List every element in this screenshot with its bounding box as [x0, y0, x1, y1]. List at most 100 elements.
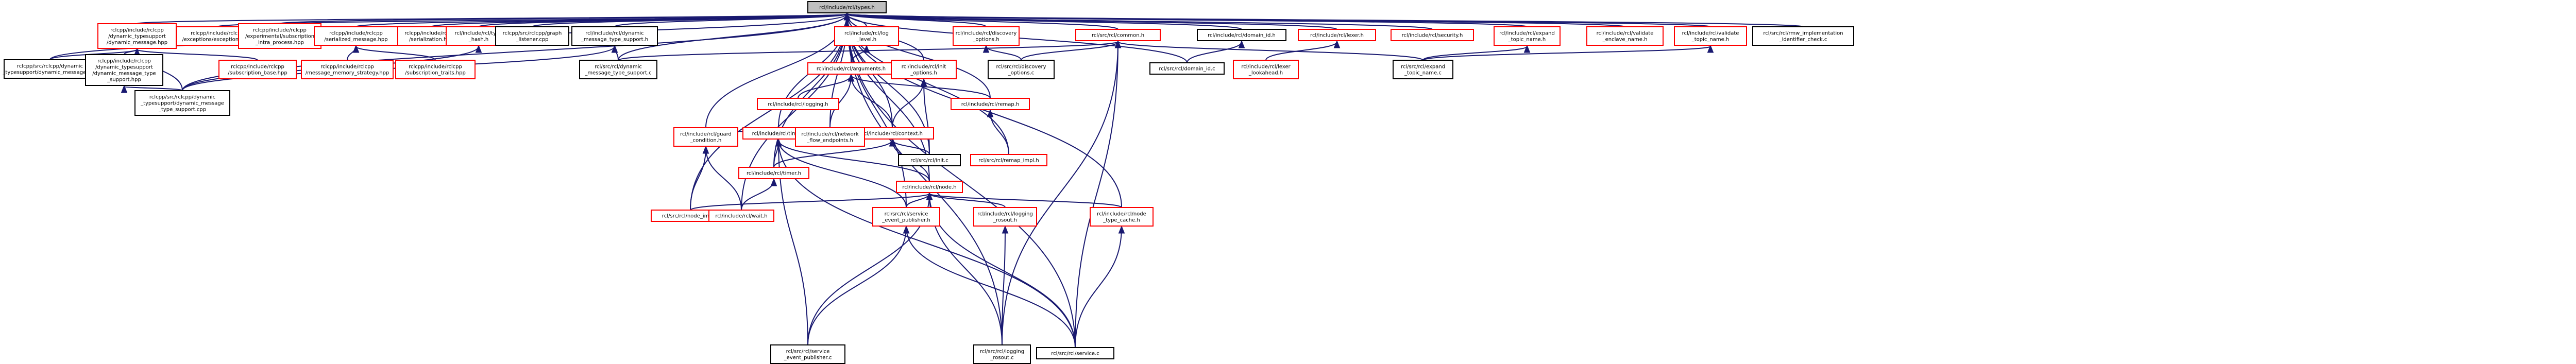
dependency-edge: [1002, 42, 1118, 345]
graph-node-subscription-base-hpp[interactable]: rclcpp/include/rclcpp/subscription_base.…: [218, 60, 297, 79]
graph-node-remap-impl-h[interactable]: rcl/src/rcl/remap_impl.h: [970, 154, 1047, 166]
node-box: [134, 90, 230, 116]
dependency-edge: [1422, 46, 1527, 61]
dependency-edge: [706, 147, 742, 211]
graph-node-node-graph-listener-cpp[interactable]: rclcpp/src/rclcpp/graph_listener.cpp: [495, 26, 569, 46]
node-label: rcl/include/rcl/init: [902, 64, 946, 70]
dependency-edge: [851, 75, 991, 99]
graph-node-discovery-options-c[interactable]: rcl/src/rcl/discovery_options.c: [988, 60, 1055, 79]
node-box: [314, 26, 398, 46]
graph-node-network-flow-endpoints-h[interactable]: rcl/include/rcl/network_flow_endpoints.h: [795, 127, 865, 147]
dependency-edge: [906, 227, 1076, 348]
node-box: [395, 60, 476, 79]
graph-node-expand-topic-name-h[interactable]: rcl/include/rcl/expand_topic_name.h: [1494, 26, 1561, 46]
node-label: /serialization.hpp: [409, 37, 453, 43]
node-label: rcl/include/rcl/validate: [1682, 31, 1739, 37]
graph-node-dyn-message-cpp[interactable]: rclcpp/src/rclcpp/dynamic_typesupport/dy…: [2, 59, 97, 79]
node-box: [1674, 26, 1747, 46]
graph-node-dyn-ts-cpp[interactable]: rclcpp/src/rclcpp/dynamic_typesupport/dy…: [134, 90, 230, 116]
graph-node-logging-rosout-c[interactable]: rcl/src/rcl/logging_rosout.c: [973, 344, 1031, 364]
dependency-edge: [929, 194, 1122, 208]
graph-node-dyn-msg-ts-support-c[interactable]: rcl/src/rcl/dynamic_message_type_support…: [579, 60, 657, 79]
node-label: /subscription_traits.hpp: [405, 71, 466, 76]
node-box: [795, 127, 865, 147]
node-label: rcl/src/rcl/init.c: [910, 158, 948, 164]
dependency-edge: [906, 194, 929, 208]
graph-node-domain-id-c[interactable]: rcl/src/rcl/domain_id.c: [1149, 62, 1225, 75]
graph-node-validate-enclave-name-h[interactable]: rcl/include/rcl/validate_enclave_name.h: [1586, 26, 1664, 46]
node-label: rclcpp/include/rclcpp: [110, 28, 164, 33]
graph-node-service-c[interactable]: rcl/src/rcl/service.c: [1036, 347, 1114, 359]
graph-node-wait-h[interactable]: rcl/include/rcl/wait.h: [708, 210, 774, 222]
node-label: _options.c: [1008, 71, 1035, 76]
node-box: [1393, 60, 1453, 79]
node-label: /dynamic_typesupport: [95, 65, 153, 71]
dependency-edge: [1075, 42, 1118, 348]
graph-node-node-h[interactable]: rcl/include/rcl/node.h: [896, 181, 963, 193]
node-label: rcl/include/rcl/security.h: [1402, 33, 1463, 39]
graph-node-logging-rosout-h[interactable]: rcl/include/rcl/logging_rosout.h: [973, 207, 1037, 227]
graph-node-logging-h[interactable]: rcl/include/rcl/logging.h: [757, 98, 839, 110]
graph-node-service-event-publisher-c[interactable]: rcl/src/rcl/service_event_publisher.c: [770, 344, 845, 364]
node-label: rcl/include/rcl/arguments.h: [817, 66, 886, 72]
node-label: rcl/include/rcl/network: [801, 132, 858, 137]
dependency-edge: [615, 46, 619, 61]
node-label: rclcpp/include/rclcpp: [253, 28, 307, 33]
dependency-edge: [618, 42, 1118, 61]
node-label: rcl/src/rcl/expand: [1401, 64, 1445, 70]
graph-node-dyn-ts-hpp[interactable]: rclcpp/include/rclcpp/dynamic_typesuppor…: [85, 54, 163, 86]
dependency-edge: [1075, 227, 1122, 348]
dependency-edge: [1187, 42, 1242, 63]
graph-node-domain-id-h[interactable]: rcl/include/rcl/domain_id.h: [1197, 29, 1286, 41]
graph-node-timer-h[interactable]: rcl/include/rcl/timer.h: [738, 167, 809, 179]
graph-node-node-type-cache-h[interactable]: rcl/include/rcl/node_type_cache.h: [1090, 207, 1154, 227]
node-label: rclcpp/src/rclcpp/dynamic: [149, 95, 215, 100]
node-label: rcl/src/rcl/dynamic: [595, 64, 642, 70]
graph-node-lexer-h[interactable]: rcl/include/rcl/lexer.h: [1298, 29, 1376, 41]
node-label: rcl/src/rcl/common.h: [1092, 33, 1144, 39]
dependency-edge: [1118, 42, 1423, 61]
node-label: _rosout.h: [993, 218, 1017, 223]
graph-node-ts-cpp-dyn-hpp[interactable]: rclcpp/include/rclcpp/dynamic_typesuppor…: [97, 23, 177, 49]
dependency-edge: [847, 14, 1804, 27]
graph-node-remap-h[interactable]: rcl/include/rcl/remap.h: [951, 98, 1030, 110]
graph-node-init-c[interactable]: rcl/src/rcl/init.c: [898, 154, 961, 166]
graph-node-init-options-h[interactable]: rcl/include/rcl/init_options.h: [891, 60, 957, 79]
node-box: [970, 154, 1047, 166]
node-label: rcl/include/rcl/guard: [680, 132, 732, 137]
graph-node-intra-process-hpp[interactable]: rclcpp/include/rclcpp/experimental/subsc…: [238, 23, 321, 49]
dependency-edge: [778, 140, 907, 208]
node-label: rcl/include/rcl/type: [454, 31, 502, 37]
graph-node-message-memory-strategy-hpp[interactable]: rclcpp/include/rclcpp/message_memory_str…: [301, 60, 394, 79]
graph-node-log-level-h[interactable]: rcl/include/rcl/log_level.h: [834, 26, 899, 46]
node-label: rcl/src/rcl/discovery: [996, 64, 1046, 70]
node-box: [951, 98, 1030, 110]
graph-node-common-h[interactable]: rcl/src/rcl/common.h: [1075, 29, 1161, 41]
node-box: [807, 1, 887, 13]
graph-node-arguments-h[interactable]: rcl/include/rcl/arguments.h: [807, 62, 895, 75]
node-label: rclcpp/include/rclcpp: [409, 64, 462, 70]
graph-node-guard-condition-h[interactable]: rcl/include/rcl/guard_condition.h: [673, 127, 738, 147]
dependency-edge: [847, 14, 1433, 30]
graph-node-subscription-traits-hpp[interactable]: rclcpp/include/rclcpp/subscription_trait…: [395, 60, 476, 79]
node-box: [891, 60, 957, 79]
graph-node-serialized-message-hpp[interactable]: rclcpp/include/rclcpp/serialized_message…: [314, 26, 398, 46]
dependency-edge: [847, 14, 1003, 345]
graph-node-lexer-lookahead-h[interactable]: rcl/include/rcl/lexer_lookahead.h: [1233, 60, 1299, 79]
node-box: [973, 344, 1031, 364]
node-box: [738, 167, 809, 179]
graph-node-expand-topic-name-c[interactable]: rcl/src/rcl/expand_topic_name.c: [1393, 60, 1453, 79]
dependency-edge: [618, 14, 847, 61]
graph-node-security-h[interactable]: rcl/include/rcl/security.h: [1391, 29, 1474, 41]
graph-node-discovery-options-h[interactable]: rcl/include/rcl/discovery_options.h: [953, 26, 1020, 46]
node-label: _options.h: [972, 37, 999, 43]
graph-node-validate-topic-name-h[interactable]: rcl/include/rcl/validate_topic_name.h: [1674, 26, 1747, 46]
dependency-edge: [137, 49, 258, 61]
graph-node-service-event-publisher-h[interactable]: rcl/src/rcl/service_event_publisher.h: [872, 207, 940, 227]
node-label: _level.h: [856, 37, 876, 43]
graph-node-dyn-msg-ts-support-h[interactable]: rcl/include/rcl/dynamic_message_type_sup…: [571, 26, 658, 46]
graph-node-rmw-impl-id-check-c[interactable]: rcl/src/rcl/rmw_implementation_identifie…: [1752, 26, 1854, 46]
dependency-edge: [829, 75, 851, 128]
node-label: rcl/src/rcl/remap_impl.h: [978, 158, 1039, 164]
